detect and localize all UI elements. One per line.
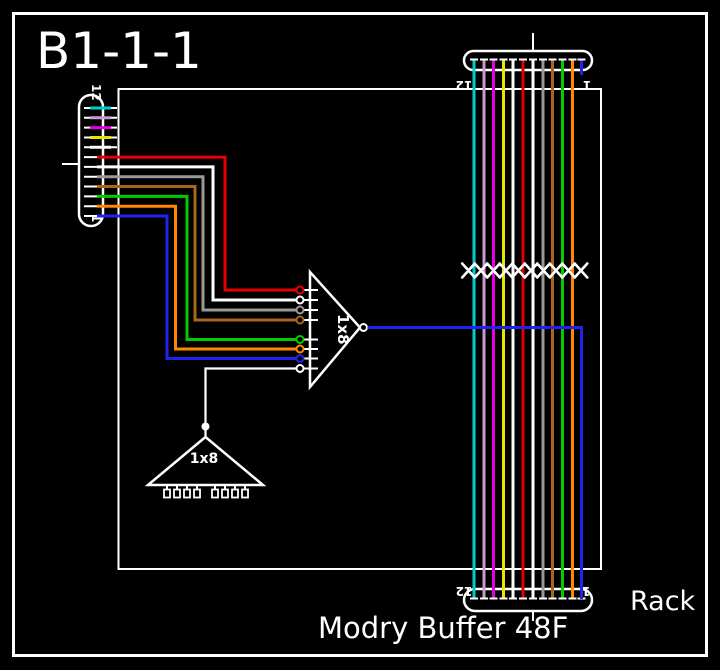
bus-x-marks	[460, 262, 589, 279]
buffer-input-pin	[295, 344, 305, 354]
left-connector: 12 1	[62, 84, 117, 228]
top-connector-pin1-label: 1	[583, 78, 591, 92]
bottom-connector: 12 1	[456, 584, 594, 621]
bottom-connector-pin1-label: 1	[582, 584, 590, 598]
splitter-label: 1x8	[190, 451, 219, 467]
buffer-input-stubs	[303, 289, 318, 370]
page-title: B1-1-1	[36, 22, 202, 80]
bottom-connector-body	[462, 587, 594, 613]
module-name-label: Modry Buffer 48F	[318, 611, 568, 645]
wire-green	[97, 194, 297, 341]
buffer-output-pin	[359, 323, 368, 332]
sheet-frame	[117, 88, 602, 570]
top-connector-body	[462, 49, 594, 72]
splitter-1x8: 1x8	[144, 435, 267, 499]
rack-bus	[472, 60, 583, 599]
buffer-input-pin	[295, 295, 305, 305]
buffer-input-pin	[295, 285, 305, 295]
wire-gray	[97, 175, 297, 312]
buffer-triangle	[308, 268, 362, 391]
outer-border	[12, 12, 708, 657]
left-connector-body	[77, 93, 105, 228]
buffer-label: 1x8	[334, 314, 352, 345]
wire-white	[97, 165, 297, 302]
splitter-triangle	[144, 435, 267, 487]
buffer-input-pin	[295, 335, 305, 344]
wire-blue	[97, 214, 297, 360]
wire-buffer-output	[367, 326, 583, 599]
top-connector: 12 1	[456, 33, 594, 92]
buffer-1x8: 1x8	[295, 268, 368, 391]
buffer-input-pin	[295, 364, 305, 373]
splitter-pin-pads	[163, 488, 249, 499]
rack-label: Rack	[630, 586, 696, 617]
buffer-input-pin	[295, 354, 305, 363]
splitter-pin-stubs	[166, 485, 246, 490]
bottom-connector-pin12-label: 12	[456, 584, 473, 598]
buffer-input-pin	[295, 315, 305, 325]
left-connector-pin-ticks	[84, 107, 117, 217]
input-wires	[97, 155, 297, 360]
left-connector-pin12-label: 12	[89, 84, 103, 101]
wire-red	[97, 155, 297, 292]
wire-splitter-feed	[204, 367, 297, 437]
top-connector-pin12-label: 12	[456, 78, 473, 92]
buffer-input-pin	[295, 305, 305, 315]
wire-brown	[97, 185, 297, 322]
junction-dot	[201, 422, 210, 431]
left-connector-pin1-label: 1	[89, 214, 103, 222]
wire-orange	[97, 204, 297, 351]
